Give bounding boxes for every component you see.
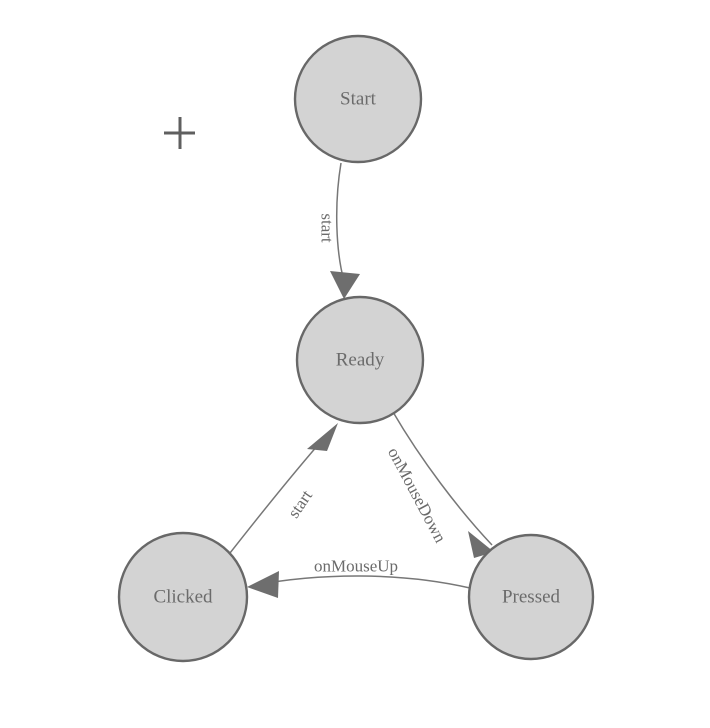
edge-label-clicked-to-ready: start — [284, 486, 316, 521]
node-circle-start[interactable] — [293, 34, 423, 164]
plus-icon[interactable] — [164, 117, 195, 149]
edge-label-ready-to-pressed: onMouseDown — [384, 444, 450, 546]
arrowhead-start-to-ready — [330, 271, 360, 299]
edge-path-ready-to-pressed — [392, 411, 493, 546]
edge-ready-to-pressed[interactable]: onMouseDown — [384, 411, 494, 558]
edge-label-start-to-ready: start — [318, 213, 337, 243]
edge-start-to-ready[interactable]: start — [318, 162, 361, 299]
edge-clicked-to-ready[interactable]: start — [229, 423, 338, 554]
node-label-ready: Ready — [336, 350, 385, 371]
node-label-clicked: Clicked — [153, 587, 213, 608]
edge-label-pressed-to-clicked: onMouseUp — [314, 557, 398, 576]
node-pressed[interactable]: Pressed — [467, 533, 595, 661]
node-label-pressed: Pressed — [502, 587, 561, 608]
node-circle-clicked[interactable] — [117, 531, 249, 663]
edge-path-start-to-ready — [336, 162, 345, 282]
node-ready[interactable]: Ready — [295, 295, 425, 425]
edge-pressed-to-clicked[interactable]: onMouseUp — [247, 557, 471, 599]
node-circle-ready[interactable] — [295, 295, 425, 425]
node-label-start: Start — [340, 89, 377, 110]
arrowhead-clicked-to-ready — [307, 423, 338, 451]
arrowhead-pressed-to-clicked — [247, 571, 279, 598]
node-clicked[interactable]: Clicked — [117, 531, 249, 663]
node-circle-pressed[interactable] — [467, 533, 595, 661]
node-start[interactable]: Start — [293, 34, 423, 164]
edge-path-pressed-to-clicked — [255, 575, 471, 589]
